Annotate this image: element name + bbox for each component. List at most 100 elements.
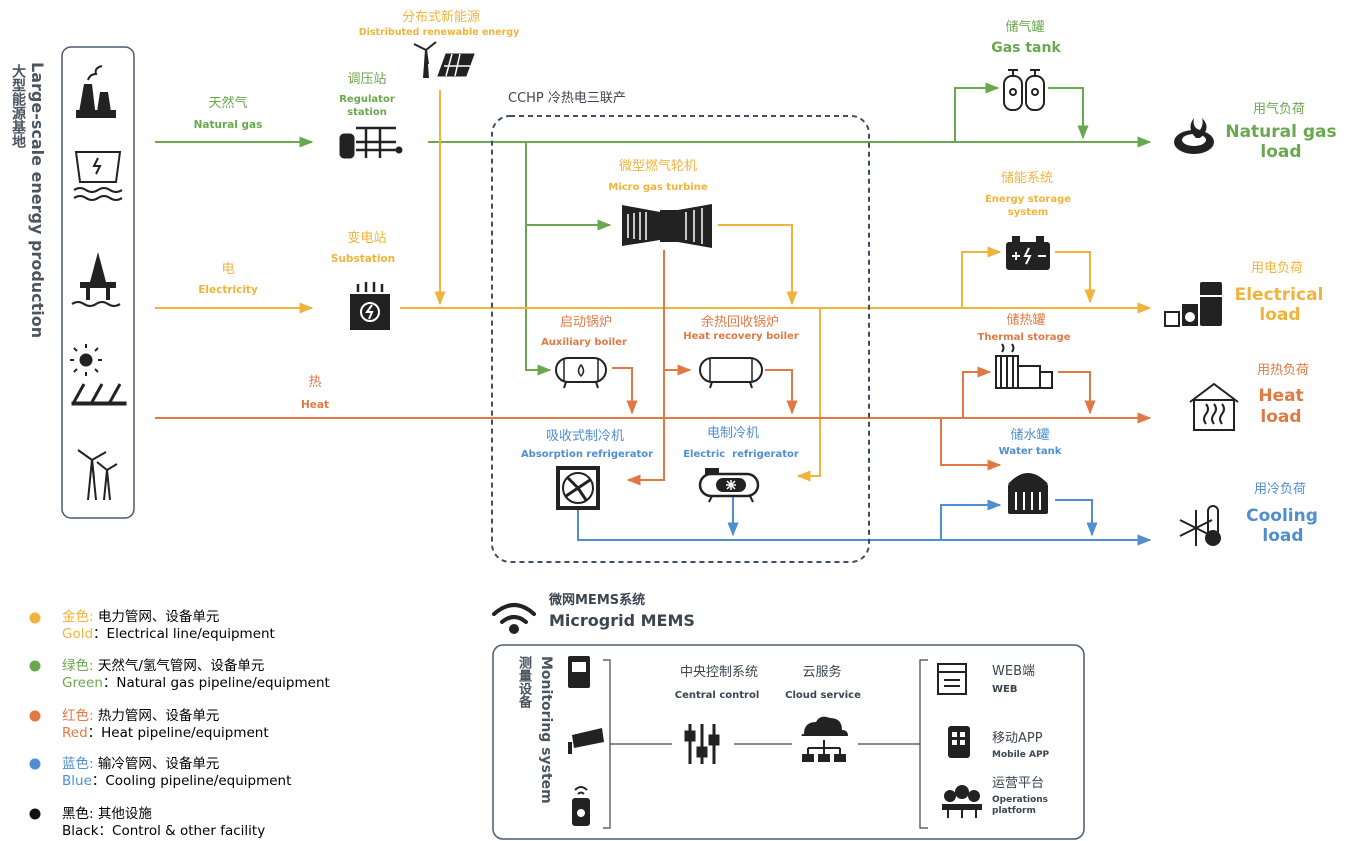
mems-title-en: Microgrid MEMS (549, 611, 695, 630)
substation-label-cn: 变电站 (347, 231, 387, 246)
legend-dot-green (29, 660, 41, 672)
substation-label-en: Substation (330, 253, 396, 265)
heat-load-label-en2: load (1260, 407, 1302, 427)
legend-blue-cn-color: 蓝色 (62, 756, 89, 772)
gas-to-turbine-line (525, 142, 612, 231)
elec-label-en: Electricity (198, 284, 258, 296)
legend-blue-cn-desc: 输冷管网、设备单元 (97, 756, 220, 772)
electric-refrigerator-icon (698, 468, 760, 503)
monitor-label-en: Monitoring system (538, 656, 554, 804)
monitor-label-cn: 测量设备 (516, 656, 531, 708)
ops-label-en2: platform (992, 806, 1036, 816)
regulator-label-en1: Regulator (339, 94, 395, 105)
gas-label-en: Natural gas (193, 119, 263, 131)
heat-to-thermal-line (962, 366, 992, 418)
water-tank-icon (1008, 473, 1048, 514)
client-bracket (919, 659, 928, 829)
electric-ref-label-cn: 电制冷机 (706, 426, 760, 441)
water-label-en: Water tank (998, 446, 1062, 457)
production-title-en: Large-scale energy production (28, 62, 47, 339)
web-icon (937, 663, 967, 695)
thermal-label-cn: 储热罐 (1006, 313, 1046, 328)
turbine-label-en: Micro gas turbine (608, 182, 708, 193)
ops-label-en1: Operations (992, 795, 1049, 805)
oil-rig-icon (71, 252, 121, 307)
turbine-label-cn: 微型燃气轮机 (618, 159, 698, 174)
legend-blue-en-color: Blue (62, 773, 92, 789)
cool-to-water-line (940, 499, 1002, 540)
wifi-icon (492, 603, 536, 634)
legend-gold-en-color: Gold (62, 626, 94, 642)
legend-red-en-desc: Heat pipeline/equipment (101, 725, 269, 741)
heat-label-en: Heat (300, 399, 330, 411)
wind-turbine-icon (77, 449, 118, 501)
ess-label-cn: 储能系统 (1000, 171, 1054, 186)
web-label-en: WEB (992, 684, 1018, 695)
distributed-label-en: Distributed renewable energy (358, 27, 520, 38)
legend-green-cn-desc: 天然气/氢气管网、设备单元 (97, 658, 265, 674)
absorption-label-cn: 吸收式制冷机 (545, 429, 625, 444)
mems-title-cn: 微网MEMS系统 (549, 593, 646, 608)
thermal-label-en: Thermal storage (977, 332, 1071, 343)
heat-label-cn: 热 (308, 375, 322, 390)
ops-label-cn: 运营平台 (992, 776, 1045, 791)
cooling-main-line (577, 508, 1152, 546)
central-label-cn: 中央控制系统 (679, 665, 759, 680)
turbine-exhaust-line (663, 250, 692, 376)
production-title-cn: 大型能源基地 (10, 64, 26, 148)
distributed-label-cn: 分布式新能源 (401, 10, 481, 25)
heat-load-icon (1189, 382, 1239, 431)
legend-dot-blue (29, 758, 41, 770)
regulator-label-en2: station (347, 107, 387, 118)
water-to-cool-line (1055, 499, 1098, 537)
legend-black-en-color: Black (62, 823, 99, 839)
substation-icon (350, 282, 390, 330)
legend-black-cn-desc: 其他设施 (97, 806, 152, 822)
legend-dot-black (29, 808, 41, 820)
absorption-label-en: Absorption refrigerator (520, 449, 654, 460)
central-label-en: Central control (674, 690, 760, 701)
regulator-label-cn: 调压站 (347, 72, 387, 87)
gas-label-cn: 天然气 (208, 96, 248, 111)
cloud-label-en: Cloud service (785, 690, 861, 701)
monitor-bracket (603, 659, 611, 829)
legend-black-cn-color: 黑色 (62, 806, 89, 822)
legend-dot-gold (29, 612, 41, 624)
gas-load-label-en1: Natural gas (1225, 122, 1337, 142)
hr-boiler-label-cn: 余热回收锅炉 (700, 315, 780, 330)
water-label-cn: 储水罐 (1010, 428, 1050, 443)
absorption-refrigerator-icon (556, 466, 600, 510)
cooling-load-icon (1179, 505, 1221, 546)
production-frame (61, 46, 135, 519)
legend-red-en-color: Red (62, 725, 88, 741)
gas-load-label-cn: 用气负荷 (1252, 102, 1306, 117)
legend-black-en-desc: Control & other facility (112, 823, 266, 839)
thermal-storage-icon (995, 343, 1053, 389)
heat-load-label-cn: 用热负荷 (1256, 363, 1310, 378)
cloud-icon (801, 716, 848, 762)
turbine-icon (622, 204, 712, 248)
gas-to-tank-line (954, 82, 1000, 142)
hr-boiler-heat-line (765, 369, 798, 415)
gas-to-boiler-line (525, 225, 552, 376)
mems-frame (492, 644, 1085, 840)
power-plant-icon (76, 65, 116, 118)
legend-gold-cn-desc: 电力管网、设备单元 (97, 609, 220, 625)
turbine-to-elec-line (718, 224, 798, 306)
camera-icon (568, 728, 604, 754)
gas-tank-icon (1003, 69, 1045, 111)
mobile-app-icon (948, 726, 970, 758)
legend-dot-red (29, 710, 41, 722)
heat-load-label-en1: Heat (1258, 386, 1304, 406)
solar-panel-icon (70, 344, 127, 406)
ess-label-en1: Energy storage (984, 194, 1072, 205)
elec-load-label-cn: 用电负荷 (1250, 261, 1304, 276)
hydro-dam-icon (73, 151, 123, 201)
legend-red-cn-color: 红色 (62, 708, 89, 724)
cool-load-label-en1: Cooling (1246, 506, 1318, 526)
legend-red-cn-desc: 热力管网、设备单元 (97, 708, 220, 724)
tank-to-gas-line (1048, 87, 1089, 140)
legend-gold-cn-color: 金色 (62, 609, 89, 625)
thermal-to-heat-line (1058, 371, 1096, 415)
